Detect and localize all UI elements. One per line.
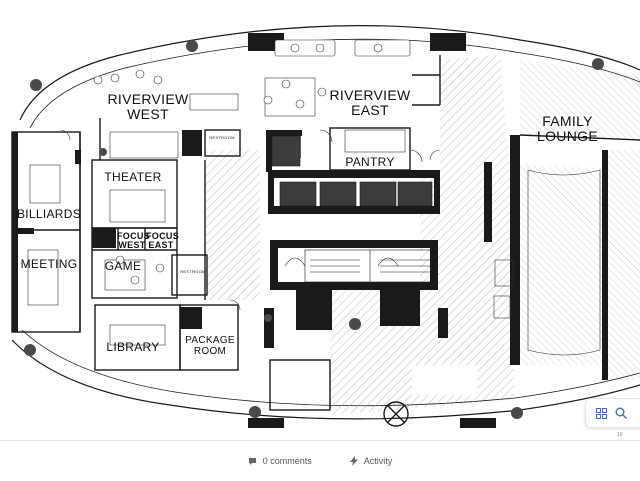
room-label-restroom-lower: RESTROOM	[180, 269, 206, 274]
room-label-meeting: MEETING	[20, 257, 78, 271]
room-label-package-room: PACKAGE ROOM	[185, 335, 235, 357]
room-label-focus-east: FOCUS EAST	[146, 231, 179, 251]
lightning-icon	[349, 456, 358, 466]
room-label-game: GAME	[104, 259, 142, 273]
activity-label: Activity	[363, 456, 393, 466]
floating-toolbar	[585, 398, 640, 428]
grid-icon[interactable]	[596, 407, 607, 419]
room-label-billiards: BILLIARDS	[16, 207, 82, 221]
comments-button[interactable]: 0 comments	[248, 456, 312, 466]
comment-icon	[248, 457, 257, 466]
room-label-pantry: PANTRY	[345, 155, 395, 169]
room-label-restroom-upper: RESTROOM	[209, 135, 235, 140]
room-label-theater: THEATER	[104, 170, 162, 184]
room-label-focus-west: FOCUS WEST	[117, 231, 150, 251]
room-label-riverview-east: RIVERVIEW EAST	[329, 87, 411, 118]
activity-button[interactable]: Activity	[349, 456, 393, 466]
floor-plan-viewer[interactable]: RIVERVIEW WEST RIVERVIEW EAST FAMILY LOU…	[0, 0, 640, 440]
room-label-library: LIBRARY	[106, 340, 160, 354]
comments-label: 0 comments	[262, 456, 312, 466]
room-label-riverview-west: RIVERVIEW WEST	[107, 91, 189, 122]
search-icon[interactable]	[615, 407, 627, 419]
floor-plan-drawing	[11, 25, 640, 428]
room-label-family-lounge: FAMILY LOUNGE	[537, 113, 598, 144]
page-number: 10	[617, 432, 623, 438]
bottom-action-bar: 0 comments Activity	[0, 440, 640, 481]
